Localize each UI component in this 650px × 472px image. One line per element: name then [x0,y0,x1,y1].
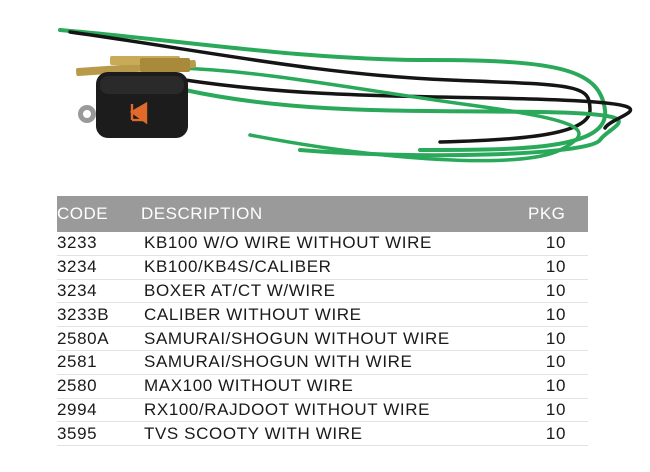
header-code: CODE [57,204,109,223]
table-row: 2581 SAMURAI/SHOGUN WITH WIRE 10 [57,351,588,375]
cell-description: SAMURAI/SHOGUN WITH WIRE [144,352,413,372]
product-photo [58,28,633,163]
cell-description: KB100 W/O WIRE WITHOUT WIRE [144,233,432,253]
header-description: DESCRIPTION [141,204,263,223]
black-wire-lower [183,78,633,130]
cell-code: 3233B [57,304,110,324]
cell-code: 2580A [57,328,110,348]
cell-description: MAX100 WITHOUT WIRE [144,376,354,396]
cell-pkg: 10 [545,304,566,324]
table-row: 2580A SAMURAI/SHOGUN WITHOUT WIRE 10 [57,327,588,351]
table-header: CODE DESCRIPTION PKG [57,196,588,232]
cell-pkg: 10 [545,423,566,443]
parts-table: CODE DESCRIPTION PKG 3233 KB100 W/O WIRE… [57,196,588,447]
cell-pkg: 10 [545,352,566,372]
table-row: 2994 RX100/RAJDOOT WITHOUT WIRE 10 [57,399,588,423]
cell-description: KB100/KB4S/CALIBER [144,257,332,277]
cell-description: TVS SCOOTY WITH WIRE [144,423,363,443]
cell-pkg: 10 [545,399,566,419]
brass-tabs [76,56,196,77]
wire-bundle [58,28,633,163]
table-row: 3595 TVS SCOOTY WITH WIRE 10 [57,422,588,447]
table-row: 3233B CALIBER WITHOUT WIRE 10 [57,303,588,328]
cell-code: 3234 [57,257,98,277]
cell-code: 3595 [57,423,98,443]
cell-code: 2994 [57,399,98,419]
green-wire-loop [173,66,581,163]
cell-description: SAMURAI/SHOGUN WITHOUT WIRE [144,328,450,348]
cell-description: BOXER AT/CT W/WIRE [144,280,336,300]
header-pkg: PKG [528,204,566,223]
black-wire-top [68,30,592,144]
horn-icon [129,101,148,125]
cell-code: 3234 [57,280,98,300]
table-row: 3234 BOXER AT/CT W/WIRE 10 [57,280,588,304]
cell-code: 2580 [57,376,98,396]
table-row: 2580 MAX100 WITHOUT WIRE 10 [57,375,588,399]
cell-pkg: 10 [545,376,566,396]
cell-description: RX100/RAJDOOT WITHOUT WIRE [144,399,431,419]
table-row: 3233 KB100 W/O WIRE WITHOUT WIRE 10 [57,232,588,256]
cell-pkg: 10 [545,257,566,277]
table-row: 3234 KB100/KB4S/CALIBER 10 [57,256,588,280]
cell-description: CALIBER WITHOUT WIRE [144,304,362,324]
cell-pkg: 10 [545,233,566,253]
cell-code: 3233 [57,233,98,253]
cell-pkg: 10 [545,328,566,348]
green-wire-top [58,28,608,152]
cell-pkg: 10 [545,280,566,300]
cell-code: 2581 [57,352,98,372]
